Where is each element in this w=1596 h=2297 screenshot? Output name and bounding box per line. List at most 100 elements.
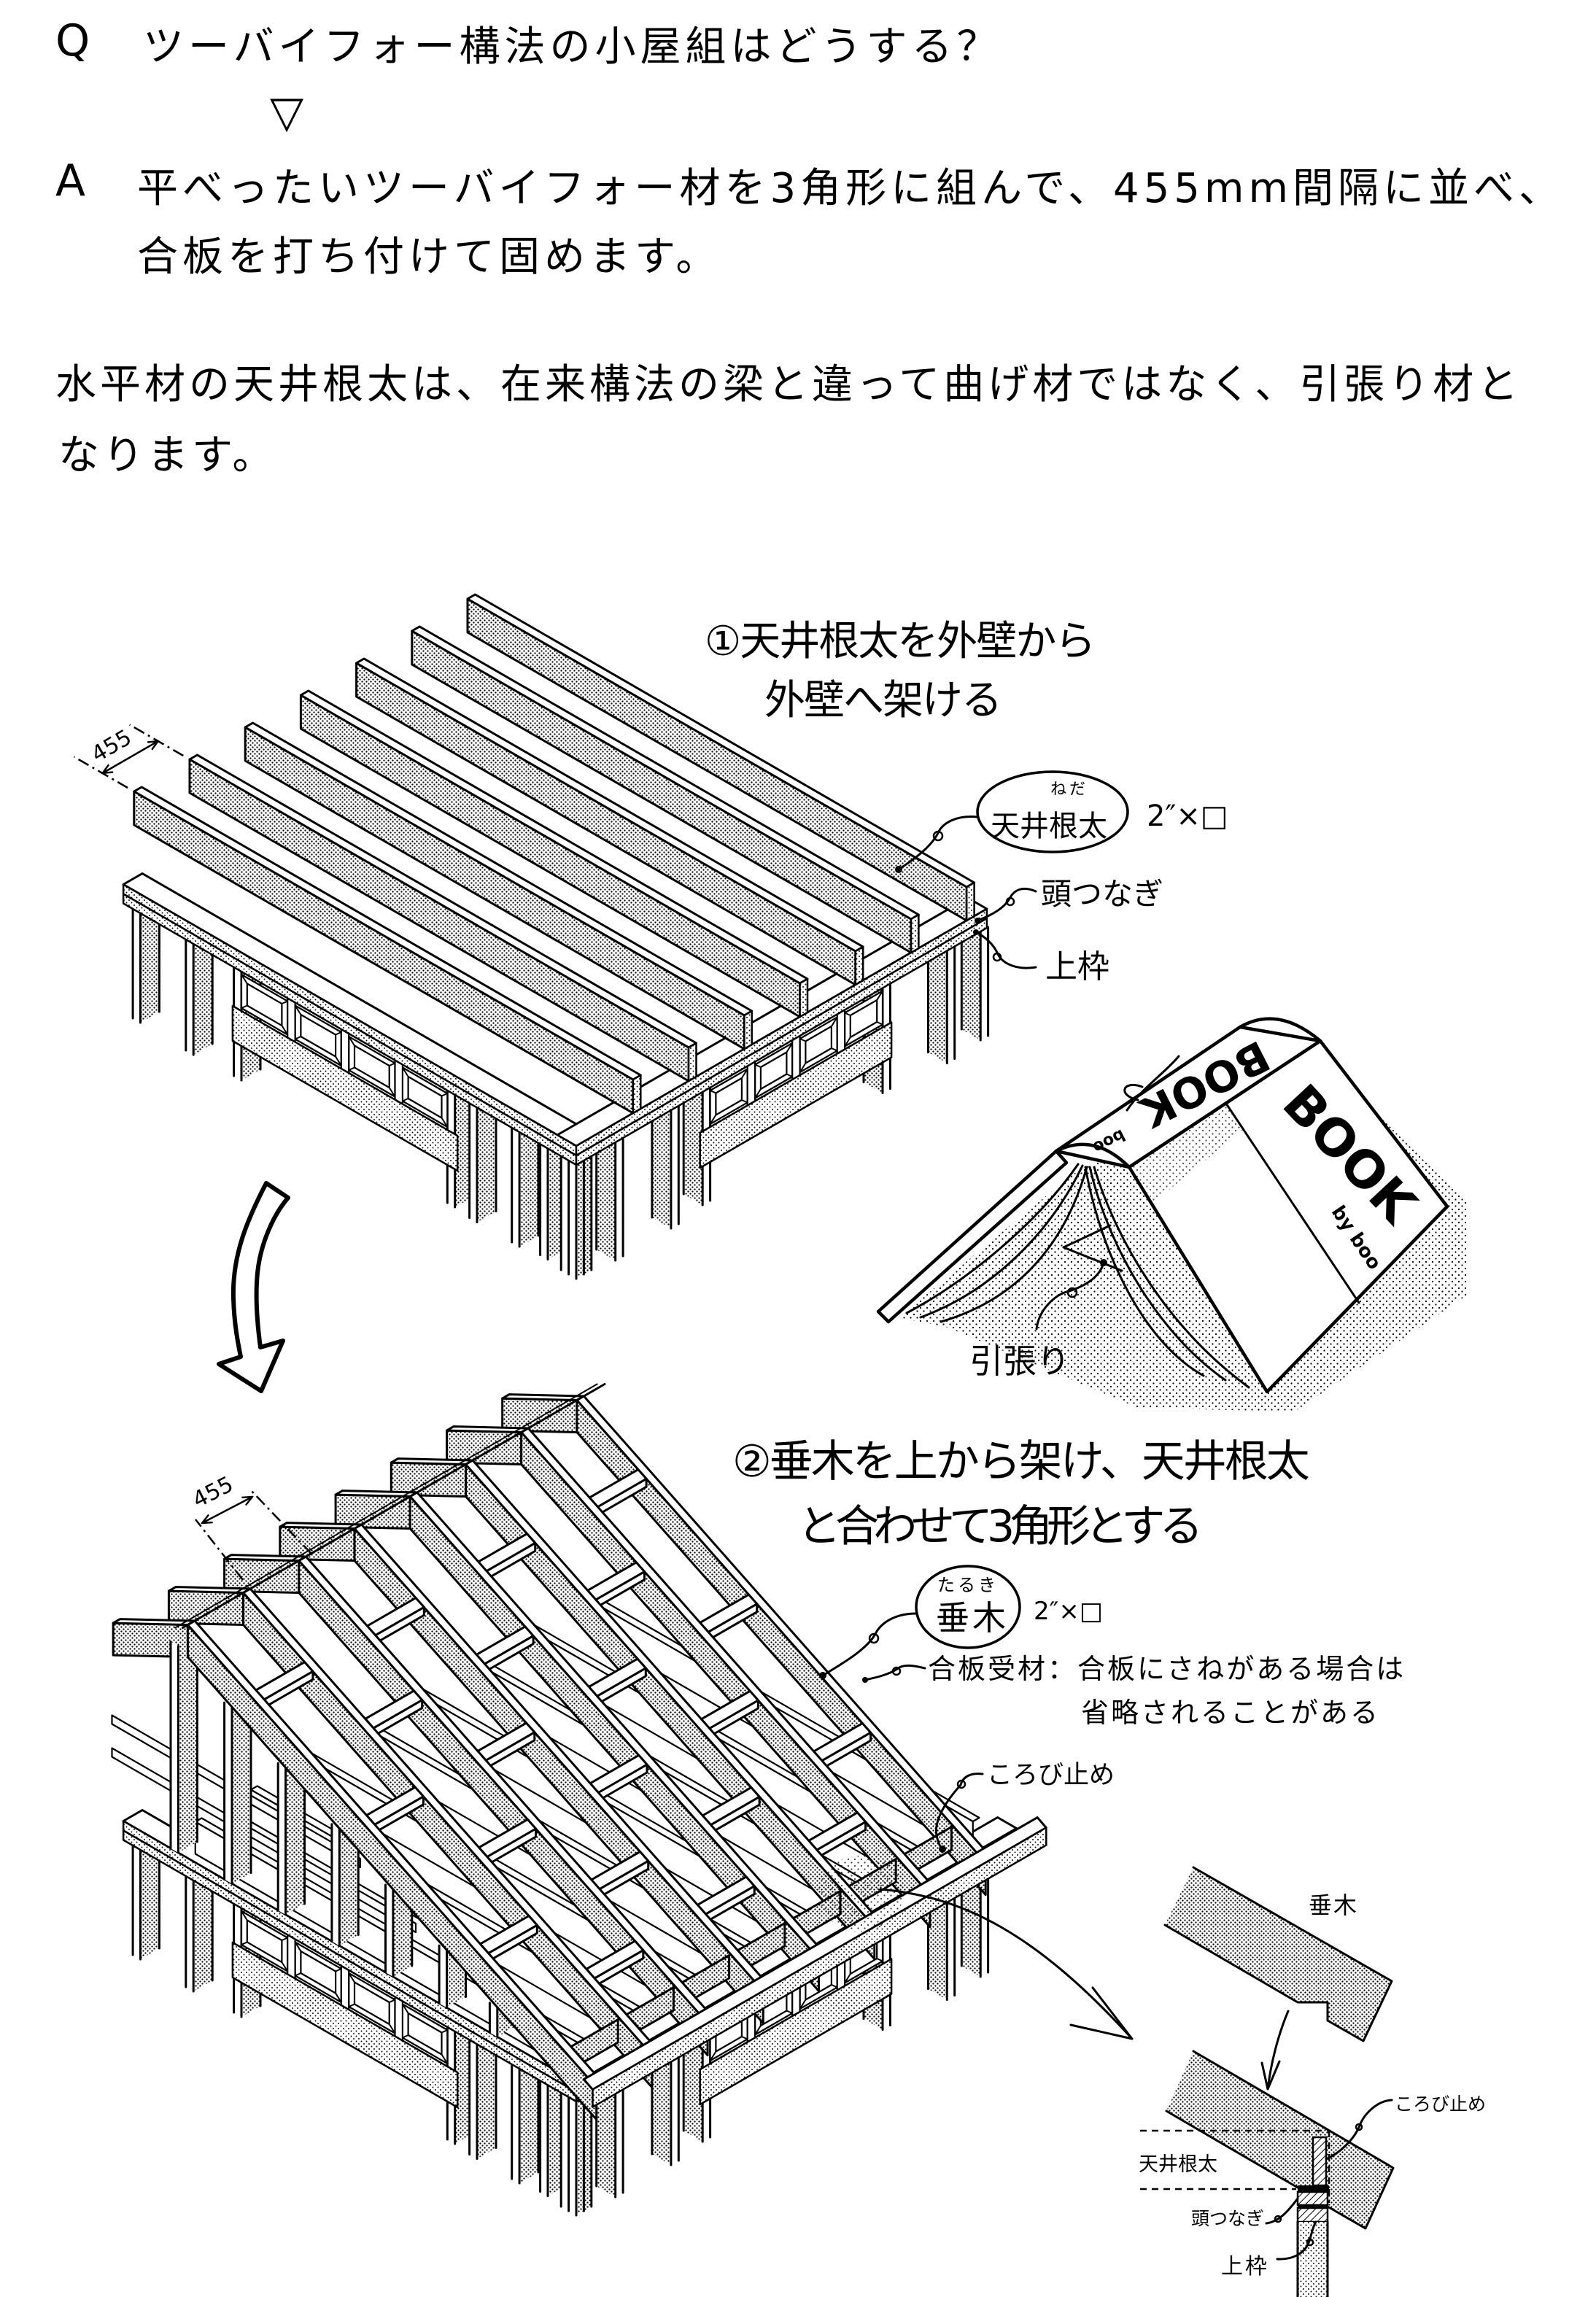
window-bevel bbox=[241, 1910, 248, 1921]
answer-text-line: 平べったいツーバイフォー材を3角形に組んで、455mm間隔に並べ、 bbox=[137, 165, 1565, 212]
joist-spacing-dimension: 455 bbox=[87, 725, 136, 768]
blocking-label: ころび止め bbox=[987, 1761, 1115, 1790]
window-bevel bbox=[786, 1042, 794, 1053]
window-bevel bbox=[876, 1958, 883, 1962]
window-bevel bbox=[388, 1087, 396, 1098]
window-bevel bbox=[844, 1037, 851, 1047]
down-arrow-icon bbox=[1260, 2010, 1290, 2091]
stud bbox=[670, 1106, 679, 1228]
leader-loop bbox=[956, 1779, 966, 1789]
book-illustration: BOOK boo BOOK by boo bbox=[876, 1017, 1468, 1411]
stud bbox=[278, 1763, 286, 1915]
stud bbox=[140, 1839, 160, 1959]
ceiling-joist-label: 天井根太 bbox=[991, 810, 1107, 843]
header-beam bbox=[699, 1958, 893, 2106]
rafter-piece-outline bbox=[1163, 1866, 1393, 2042]
stud bbox=[331, 1824, 340, 1946]
stud bbox=[947, 946, 955, 1064]
window-bevel bbox=[335, 1968, 342, 1972]
stud bbox=[133, 909, 141, 1023]
detail-rafter-label: 垂木 bbox=[1309, 1891, 1359, 1919]
section-band bbox=[1298, 2205, 1328, 2208]
book-pages-right bbox=[1084, 1166, 1250, 1389]
top-plate-label: 上枠 bbox=[1045, 948, 1109, 985]
window-bevel bbox=[786, 2010, 794, 2014]
leader-dot bbox=[895, 866, 902, 873]
stud bbox=[961, 921, 981, 1040]
book-back-cover bbox=[876, 1149, 1069, 1324]
window-bevel bbox=[401, 2034, 409, 2039]
ceiling-joist-end bbox=[965, 881, 975, 922]
rafter-spacing-dimension: 455 bbox=[189, 1471, 238, 1513]
header-beam bbox=[231, 1941, 459, 2109]
stud bbox=[928, 940, 948, 1064]
stud bbox=[947, 1883, 955, 2000]
rafter-reading: たるき bbox=[937, 1575, 999, 1595]
answer-text-line: 合板を打ち付けて固めます。 bbox=[137, 233, 721, 281]
leader-line bbox=[1035, 1261, 1105, 1330]
leader-loop bbox=[992, 952, 1002, 962]
eave-detail-illustration bbox=[1140, 1866, 1395, 2297]
tension-label: 引張り bbox=[969, 1341, 1070, 1381]
book-cover-shading bbox=[1129, 1101, 1244, 1202]
cripple-stud bbox=[836, 1009, 846, 1055]
window-bevel bbox=[281, 1961, 289, 1972]
stud bbox=[224, 1703, 232, 1884]
book-spine-bottom bbox=[1054, 1142, 1131, 1169]
window-bevel bbox=[294, 1972, 302, 1977]
cripple-stud bbox=[394, 1059, 404, 1105]
question-marker: Q bbox=[55, 15, 90, 66]
dimension-extension-line bbox=[249, 1488, 312, 1554]
leader-loop bbox=[868, 1632, 880, 1644]
question-text: ツーバイフォー構法の小屋組はどうする？ bbox=[143, 23, 1002, 71]
leader-loop bbox=[1066, 1287, 1078, 1298]
ceiling-joist-end bbox=[743, 1010, 753, 1050]
dimension-extension-line bbox=[195, 1519, 244, 1581]
stud bbox=[140, 902, 160, 1023]
stud bbox=[519, 1121, 538, 1247]
stud bbox=[683, 1081, 703, 1205]
dimension-arrow bbox=[202, 1497, 252, 1523]
ceiling-joist-end bbox=[632, 1074, 642, 1115]
stud bbox=[651, 1099, 671, 1228]
stud bbox=[185, 940, 194, 1055]
bookmark-ribbon bbox=[1123, 1055, 1180, 1112]
cripple-stud bbox=[746, 1061, 756, 1107]
leader-loop bbox=[1274, 2215, 1282, 2223]
stud-section bbox=[1298, 2222, 1328, 2297]
stud bbox=[469, 1103, 477, 1223]
blocking-section bbox=[1312, 2136, 1328, 2187]
stud bbox=[540, 2080, 548, 2196]
window-bevel bbox=[281, 1000, 289, 1004]
window-bevel bbox=[799, 1062, 807, 1073]
rafter-size: 2″×□ bbox=[1034, 1597, 1103, 1626]
down-arrow-icon bbox=[217, 1181, 290, 1393]
step2-number: ② bbox=[732, 1436, 772, 1487]
plywood-blocking-label: 合板受材：合板にさねがある場合は bbox=[928, 1653, 1406, 1685]
leader-loop bbox=[891, 1666, 902, 1676]
stud bbox=[519, 2058, 538, 2183]
window-bevel bbox=[754, 1064, 762, 1068]
window-bevel bbox=[799, 1999, 807, 2010]
rafter-seated-fill bbox=[1166, 2051, 1393, 2228]
stud bbox=[185, 1876, 194, 1991]
ceiling-joist-framing-illustration bbox=[73, 593, 990, 1280]
stud bbox=[178, 1635, 198, 1853]
window-bevel bbox=[335, 1992, 342, 2003]
cripple-stud bbox=[287, 997, 296, 1043]
leader-loop bbox=[1005, 896, 1015, 907]
step1-caption-line: 外壁へ架ける bbox=[764, 677, 1002, 724]
dimension-extension-line bbox=[129, 724, 184, 757]
window-bevel bbox=[754, 1088, 762, 1099]
leader-line bbox=[934, 1773, 984, 1851]
window-bevel bbox=[754, 2025, 762, 2036]
top-plate-section bbox=[1296, 2207, 1329, 2223]
ceiling-joist-label-bubble bbox=[976, 770, 1129, 853]
dimension-arrow bbox=[103, 741, 158, 773]
stud bbox=[285, 1756, 305, 1915]
ridge-line bbox=[182, 1383, 606, 1629]
stud bbox=[540, 1144, 548, 1260]
ceiling-joist-reading: ねだ bbox=[1050, 780, 1089, 799]
step1-number: ① bbox=[705, 618, 741, 665]
